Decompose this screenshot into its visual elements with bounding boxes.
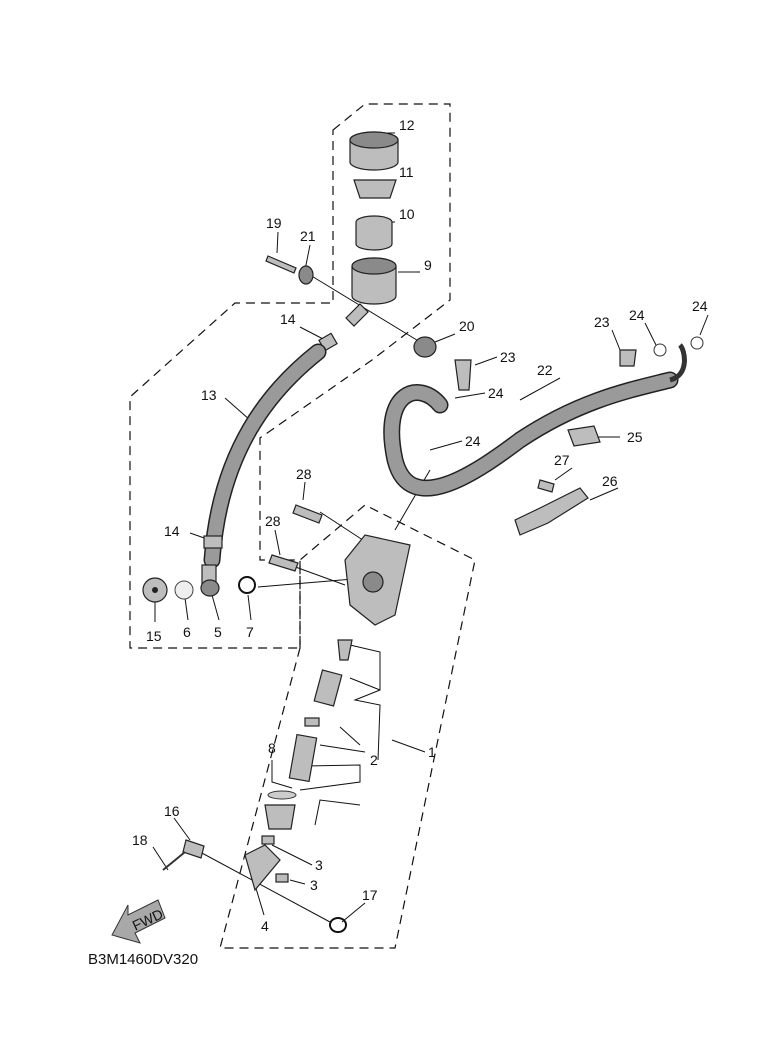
callout-1: 1: [428, 744, 436, 760]
callout-27: 27: [554, 452, 570, 468]
callout-20: 20: [459, 318, 475, 334]
diagram-code: B3M1460DV320: [88, 951, 198, 968]
callout-3: 3: [315, 857, 323, 873]
callout-14: 14: [164, 523, 180, 539]
callout-26: 26: [602, 473, 618, 489]
callout-24: 24: [465, 433, 481, 449]
callout-25: 25: [627, 429, 643, 445]
callout-12: 12: [399, 117, 415, 133]
callout-18: 18: [132, 832, 148, 848]
fwd-arrow: FWD: [111, 899, 166, 944]
parts: [142, 131, 704, 933]
callout-24: 24: [692, 298, 708, 314]
callout-10: 10: [399, 206, 415, 222]
callout-11: 11: [399, 164, 414, 180]
callout-4: 4: [261, 918, 269, 934]
reservoir-group-outline: [129, 103, 451, 649]
callout-28: 28: [265, 513, 281, 529]
callout-3: 3: [310, 877, 318, 893]
callout-6: 6: [183, 624, 191, 640]
callout-8: 8: [268, 740, 276, 756]
callout-19: 19: [266, 215, 282, 231]
callout-7: 7: [246, 624, 254, 640]
callout-9: 9: [424, 257, 432, 273]
callout-16: 16: [164, 803, 180, 819]
callout-5: 5: [214, 624, 222, 640]
callout-28: 28: [296, 466, 312, 482]
callout-2: 2: [370, 752, 378, 768]
callouts: 12 11 10 9 19 21 20 14 13 23 24 22 24 23…: [132, 117, 708, 934]
callout-21: 21: [300, 228, 316, 244]
callout-23: 23: [594, 314, 610, 330]
callout-24: 24: [629, 307, 645, 323]
callout-17: 17: [362, 887, 378, 903]
callout-22: 22: [537, 362, 553, 378]
callout-14: 14: [280, 311, 296, 327]
callout-15: 15: [146, 628, 162, 644]
callout-23: 23: [500, 349, 516, 365]
callout-13: 13: [201, 387, 217, 403]
callout-24: 24: [488, 385, 504, 401]
fwd-label: FWD: [130, 906, 166, 934]
leader-lines: [152, 132, 709, 923]
